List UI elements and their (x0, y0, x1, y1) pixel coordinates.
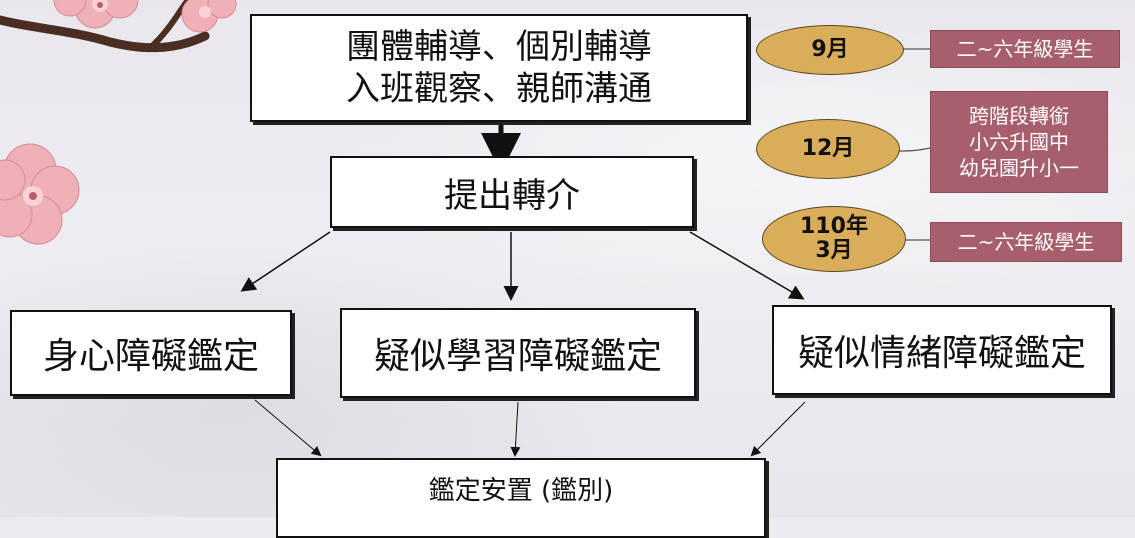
timeline-date-line2: 3月 (815, 238, 853, 263)
note-line: 小六升國中 (969, 130, 1069, 154)
note-line: 跨階段轉銜 (969, 104, 1069, 128)
arrow-emotional-to-placement (750, 401, 806, 457)
note-line: 二~六年級學生 (957, 230, 1095, 254)
referral-label: 提出轉介 (444, 175, 580, 216)
emotional-disorder-label: 疑似情緒障礙鑑定 (797, 333, 1086, 374)
timeline-note-sep: 二~六年級學生 (930, 30, 1120, 68)
physical-disability-label: 身心障礙鑑定 (42, 336, 259, 377)
arrow-to-emotional (689, 231, 805, 300)
note-line: 二~六年級學生 (956, 37, 1094, 61)
connector-lines (240, 48, 931, 457)
counseling-box: 團體輔導、個別輔導 入班觀察、親師溝通 (250, 14, 748, 122)
timeline-note-mar: 二~六年級學生 (930, 222, 1122, 262)
timeline-oval-mar: 110年 3月 (762, 206, 906, 272)
placement-label: 鑑定安置 (鑑別) (428, 476, 614, 506)
timeline-date: 110年 (800, 213, 868, 239)
timeline-date: 9月 (811, 36, 849, 62)
emotional-disorder-box: 疑似情緒障礙鑑定 (772, 305, 1112, 395)
timeline-note-dec: 跨階段轉銜 小六升國中 幼兒園升小一 (930, 91, 1108, 193)
placement-box: 鑑定安置 (鑑別) (276, 458, 766, 538)
timeline-oval-dec: 12月 (756, 119, 900, 179)
counseling-line1: 團體輔導、個別輔導 (346, 26, 652, 67)
learning-disability-box: 疑似學習障礙鑑定 (340, 308, 696, 398)
learning-disability-label: 疑似學習障礙鑑定 (373, 336, 662, 377)
note-line: 幼兒園升小一 (959, 156, 1079, 180)
blossom-decoration (0, 0, 237, 245)
arrow-learning-to-placement (510, 401, 521, 457)
timeline-date: 12月 (801, 135, 855, 161)
counseling-line2: 入班觀察、親師溝通 (346, 69, 652, 109)
arrow-physical-to-placement (254, 399, 322, 457)
timeline-oval-sep: 9月 (756, 25, 904, 75)
referral-box: 提出轉介 (330, 156, 694, 228)
connector-12 (897, 147, 931, 152)
physical-disability-box: 身心障礙鑑定 (10, 310, 292, 396)
arrow-to-physical (240, 231, 331, 292)
